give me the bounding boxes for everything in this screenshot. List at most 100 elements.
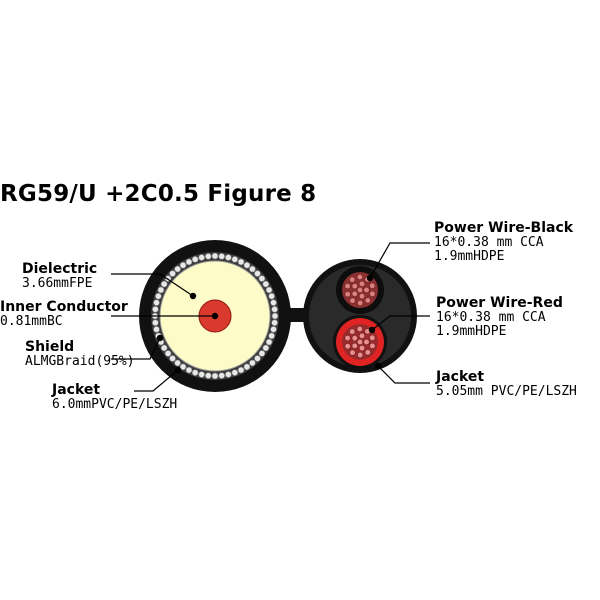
black-wire-strand: [356, 286, 364, 294]
braid-strand: [254, 355, 261, 362]
braid-strand: [231, 256, 239, 263]
leader-power-black: [369, 242, 430, 279]
leader-shield: [111, 337, 161, 360]
braid-strand: [169, 355, 176, 362]
dot-dielectric: [189, 292, 197, 300]
braid-strand: [157, 286, 165, 294]
black-wire-strand: [369, 290, 376, 297]
spec-power-red-strands: 16*0.38 mm CCA: [436, 310, 546, 325]
label-dielectric: Dielectric: [22, 261, 98, 277]
black-wire-strand: [351, 290, 358, 297]
braid-strand: [211, 252, 219, 260]
braid-strand: [179, 363, 187, 371]
red-wire-strand: [363, 338, 370, 346]
braid-strand: [153, 326, 160, 333]
spec-power-black-strands: 16*0.38 mm CCA: [434, 235, 544, 250]
braid-strand: [231, 369, 239, 376]
red-wire-strand: [344, 335, 351, 342]
red-wire-strand: [369, 334, 376, 341]
braid-strand: [191, 256, 199, 263]
red-wire-strand: [358, 332, 366, 339]
shield-braid: [151, 252, 279, 380]
braid-strand: [155, 292, 162, 300]
braid-strand: [270, 326, 277, 333]
braid-strand: [225, 371, 232, 378]
red-wire-strand: [344, 343, 351, 350]
spec-inner-conductor: 0.81mmBC: [0, 314, 63, 329]
black-wire-strand: [363, 286, 370, 294]
braid-strand: [249, 359, 256, 367]
braid-strand: [169, 270, 176, 277]
black-wire-strands: [344, 273, 376, 307]
black-wire-strand: [357, 299, 364, 307]
spec-shield: ALMGBraid(95%): [25, 354, 135, 369]
braid-strand: [254, 270, 261, 277]
black-wire-strand: [344, 283, 351, 290]
braid-strand: [179, 261, 187, 269]
braid-strand: [185, 258, 193, 266]
braid-strand: [174, 359, 181, 367]
spec-dielectric: 3.66mmFPE: [22, 276, 93, 291]
dot-jacket-power: [374, 362, 382, 370]
braid-strand: [265, 286, 273, 294]
leader-jacket-coax: [134, 369, 179, 392]
black-wire-strand: [358, 293, 366, 300]
braid-strand: [237, 366, 245, 374]
leader-dots: [156, 274, 382, 374]
black-wire-strand: [364, 297, 371, 304]
dot-shield: [156, 334, 164, 342]
red-wire-strand: [349, 349, 356, 356]
braid-strand: [204, 253, 212, 260]
braid-strand: [198, 371, 205, 378]
label-inner-conductor: Inner Conductor: [0, 299, 128, 315]
dot-power-black: [366, 274, 374, 282]
braid-strand: [160, 344, 168, 352]
braid-strand: [153, 299, 160, 306]
spec-power-black-insulation: 1.9mmHDPE: [434, 249, 505, 264]
red-wire-strand: [356, 338, 364, 346]
red-wire-strands: [344, 325, 376, 359]
braid-strand: [185, 366, 193, 374]
braid-strand: [258, 275, 266, 282]
braid-strand: [164, 350, 172, 357]
dot-power-red: [368, 326, 376, 334]
braid-strand: [211, 372, 219, 380]
braid-strand: [243, 261, 251, 269]
braid-strand: [191, 369, 199, 376]
leader-dielectric: [111, 273, 194, 297]
label-shield: Shield: [25, 339, 75, 355]
red-wire-strand: [351, 342, 358, 349]
braid-strand: [258, 350, 266, 357]
dot-inner-conductor: [211, 312, 219, 320]
braid-strand: [271, 312, 279, 320]
braid-strand: [198, 254, 205, 261]
braid-strand: [218, 372, 226, 379]
braid-strand: [249, 265, 256, 273]
braid-strand: [271, 305, 278, 313]
red-wire-strand: [357, 351, 364, 359]
black-wire-strand: [351, 283, 358, 290]
black-wire-strand: [356, 273, 363, 281]
braid-strand: [160, 280, 168, 288]
braid-strand: [265, 338, 273, 346]
black-wire-strand: [358, 280, 366, 287]
braid-strand: [271, 319, 278, 327]
leader-power-red: [371, 315, 430, 331]
red-wire-strand: [364, 349, 371, 356]
red-wire-strand: [351, 335, 358, 342]
spec-jacket-coax: 6.0mmPVC/PE/LSZH: [52, 397, 178, 412]
braid-strand: [225, 254, 232, 261]
black-wire-strand: [369, 282, 376, 289]
label-power-red: Power Wire-Red: [436, 295, 563, 311]
braid-strand: [204, 372, 212, 379]
black-wire-strand: [349, 276, 356, 283]
braid-strand: [243, 363, 251, 371]
braid-strand: [174, 265, 181, 273]
black-wire-strand: [349, 297, 356, 304]
braid-strand: [152, 319, 159, 327]
red-wire-strand: [358, 345, 366, 352]
braid-strand: [268, 292, 275, 300]
label-jacket-coax: Jacket: [52, 382, 101, 398]
label-power-black: Power Wire-Black: [434, 220, 574, 236]
